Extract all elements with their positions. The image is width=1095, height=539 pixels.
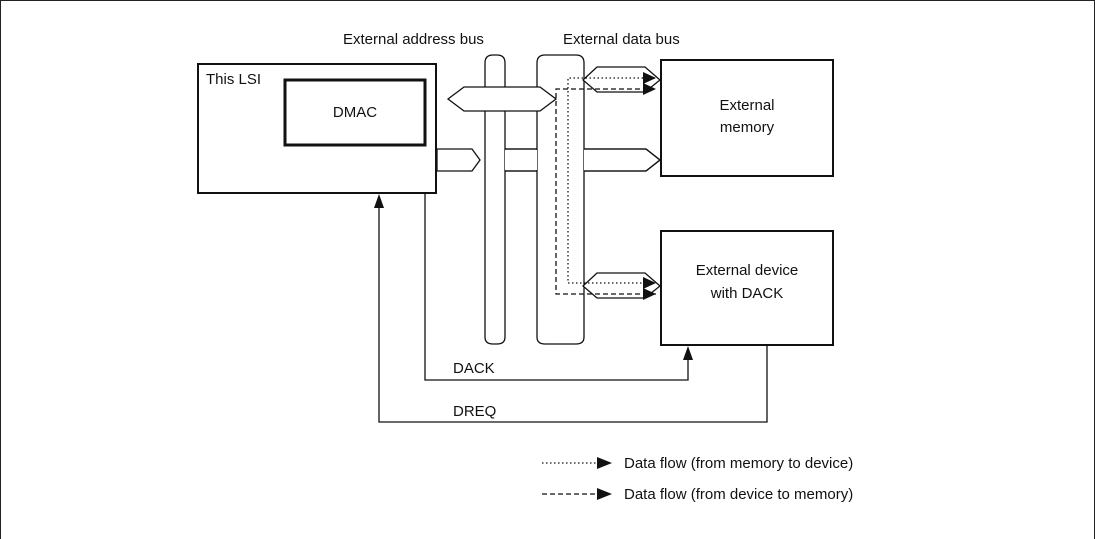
dack-line	[424, 193, 689, 381]
data-bus	[536, 54, 585, 345]
external-device-label-line1: External device	[696, 262, 799, 279]
address-bus	[484, 54, 506, 345]
address-arrow-to-memory	[436, 148, 481, 172]
legend-dotted-label: Data flow (from memory to device)	[624, 455, 853, 472]
legend: Data flow (from memory to device) Data f…	[542, 455, 853, 503]
dreq-line	[378, 207, 768, 423]
data-flow-device-to-memory	[555, 88, 656, 295]
external-memory-label-line2: memory	[720, 119, 775, 136]
external-device-block	[660, 230, 834, 346]
external-memory-label-line1: External	[719, 97, 774, 114]
dmac-label: DMAC	[333, 104, 377, 121]
external-memory-block	[660, 59, 834, 177]
lsi-label: This LSI	[206, 71, 261, 88]
data-flow-memory-to-device	[567, 77, 655, 284]
external-device-label-line2: with DACK	[710, 285, 784, 302]
lsi-block	[197, 63, 437, 194]
address-bus-label: External address bus	[343, 31, 484, 48]
data-bus-label: External data bus	[563, 31, 680, 48]
dmac-block	[283, 78, 427, 147]
dreq-label: DREQ	[453, 403, 496, 420]
legend-dashed-label: Data flow (from device to memory)	[624, 486, 853, 503]
dack-label: DACK	[453, 360, 495, 377]
lsi-data-bus-connector	[446, 86, 558, 112]
